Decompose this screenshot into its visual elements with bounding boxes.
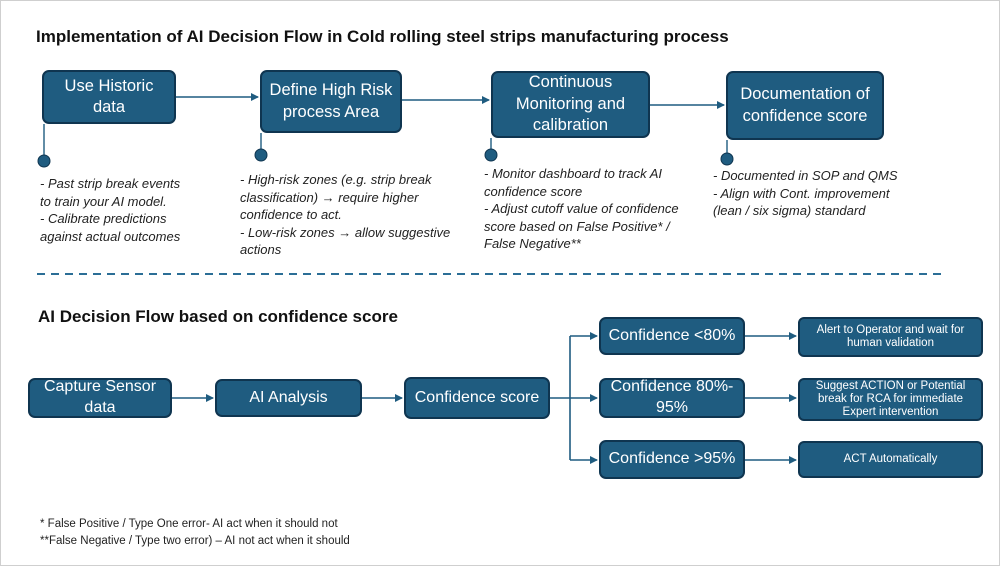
note-line: against actual outcomes bbox=[40, 228, 181, 244]
branch-confidence-above-95: Confidence >95% bbox=[599, 440, 745, 479]
action-act-automatically: ACT Automatically bbox=[798, 441, 983, 478]
action-alert-operator: Alert to Operator and wait for human val… bbox=[798, 317, 983, 357]
footnote-false-negative: **False Negative / Type two error) – AI … bbox=[40, 534, 350, 547]
note-line: - Calibrate predictions bbox=[40, 211, 167, 227]
note-line: to train your AI model. bbox=[40, 193, 167, 209]
footnotes: * False Positive / Type One error- AI ac… bbox=[40, 516, 350, 549]
note-line: confidence score bbox=[484, 183, 583, 199]
step-use-historic-data: Use Historic data bbox=[42, 70, 176, 124]
branch-confidence-below-80: Confidence <80% bbox=[599, 317, 745, 355]
notes-monitoring: - Monitor dashboard to track AI confiden… bbox=[484, 165, 679, 253]
note-line: score based on False Positive* / bbox=[484, 218, 670, 234]
pin-dot-4 bbox=[720, 152, 734, 166]
bottom-section-title: AI Decision Flow based on confidence sco… bbox=[38, 307, 398, 326]
step-define-high-risk: Define High Risk process Area bbox=[260, 70, 402, 133]
step-documentation: Documentation of confidence score bbox=[726, 71, 884, 140]
note-line: - Low-risk zones → allow suggestive bbox=[240, 224, 451, 240]
note-line: - Past strip break events bbox=[40, 176, 181, 191]
footnote-false-positive: * False Positive / Type One error- AI ac… bbox=[40, 518, 338, 530]
step-continuous-monitoring: Continuous Monitoring and calibration bbox=[491, 71, 650, 138]
note-line: classification) → require higher bbox=[240, 189, 419, 205]
note-line: - Monitor dashboard to track AI bbox=[484, 166, 662, 181]
pin-dot-1 bbox=[37, 154, 51, 168]
step-capture-sensor-data: Capture Sensor data bbox=[28, 378, 172, 418]
note-line: confidence to act. bbox=[240, 207, 342, 223]
notes-historic-data: - Past strip break events to train your … bbox=[40, 175, 180, 245]
note-line: - Adjust cutoff value of confidence bbox=[484, 201, 679, 217]
branch-confidence-80-95: Confidence 80%- 95% bbox=[599, 378, 745, 418]
note-line: - High-risk zones (e.g. strip break bbox=[240, 172, 432, 187]
note-line: False Negative** bbox=[484, 236, 581, 252]
action-suggest-rca: Suggest ACTION or Potential break for RC… bbox=[798, 378, 983, 421]
pin-dot-3 bbox=[484, 148, 498, 162]
note-line: (lean / six sigma) standard bbox=[713, 203, 866, 219]
pin-dot-2 bbox=[254, 148, 268, 162]
step-ai-analysis: AI Analysis bbox=[215, 379, 362, 417]
top-section-title: Implementation of AI Decision Flow in Co… bbox=[36, 27, 729, 46]
note-line: - Align with Cont. improvement bbox=[713, 185, 890, 201]
notes-high-risk: - High-risk zones (e.g. strip break clas… bbox=[240, 171, 450, 259]
step-confidence-score: Confidence score bbox=[404, 377, 550, 419]
note-line: - Documented in SOP and QMS bbox=[713, 168, 898, 183]
notes-documentation: - Documented in SOP and QMS - Align with… bbox=[713, 167, 898, 220]
note-line: actions bbox=[240, 242, 282, 258]
